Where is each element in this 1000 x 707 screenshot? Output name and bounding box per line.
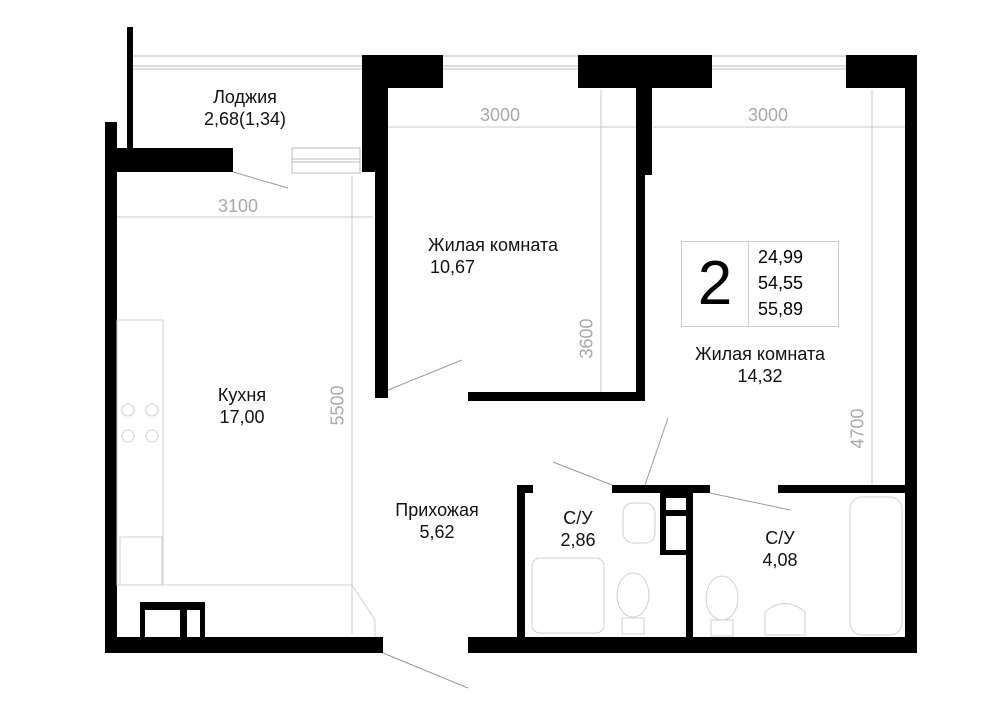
room-name: Кухня [217, 385, 267, 405]
furniture [116, 319, 903, 637]
room-area: 14,32 [737, 366, 783, 386]
dim-kitchen-depth: 5500 [327, 385, 348, 426]
total-area: 54,55 [758, 273, 804, 293]
living-area: 24,99 [758, 247, 804, 267]
door-swings [232, 171, 791, 689]
room-area: 2,68(1,34) [203, 109, 287, 129]
apartment-info-box: 2 24,99 54,55 55,89 [681, 241, 839, 327]
room-name: Жилая комната [427, 235, 559, 255]
room-name: Жилая комната [694, 344, 826, 364]
dim-kitchen-width: 3100 [218, 196, 259, 216]
dim-bedroom2-depth: 4700 [847, 408, 868, 449]
room-area: 10,67 [429, 257, 476, 277]
dim-bedroom1-depth: 3600 [576, 318, 597, 359]
rooms-count: 2 [682, 242, 749, 326]
room-area: 2,86 [560, 530, 596, 550]
dim-bedroom2-width: 3000 [748, 105, 789, 125]
total-with-loggia: 55,89 [758, 299, 804, 319]
room-area: 5,62 [419, 522, 455, 542]
room-name: С/У [563, 508, 593, 528]
dim-bedroom1-width: 3000 [480, 105, 521, 125]
room-name: Лоджия [213, 87, 277, 107]
room-area: 4,08 [762, 550, 798, 570]
room-area: 17,00 [219, 407, 265, 427]
dimension-lines [117, 90, 905, 634]
room-name: Прихожая [395, 500, 479, 520]
room-name: С/У [765, 528, 795, 548]
windows [133, 55, 905, 174]
